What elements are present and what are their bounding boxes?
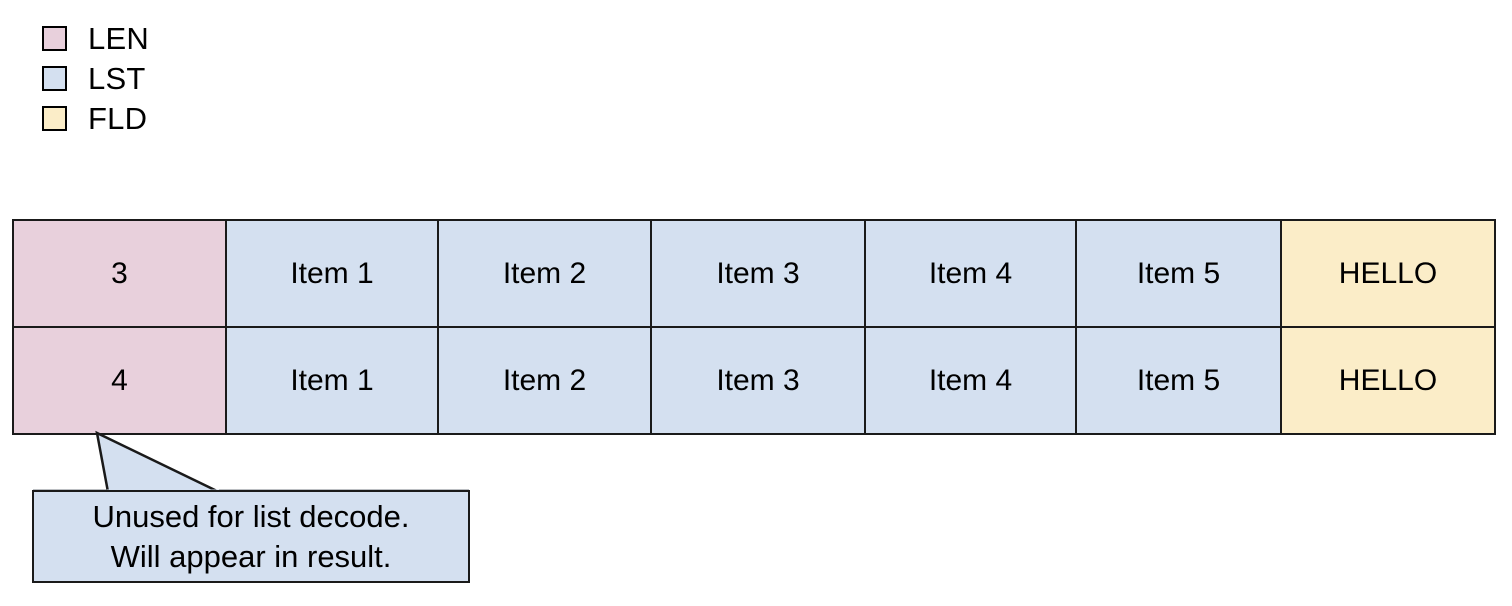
len-swatch-icon	[42, 25, 67, 51]
cell-lst-item: Item 4	[864, 326, 1077, 435]
callout-box: Unused for list decode. Will appear in r…	[32, 490, 470, 583]
callout-line-1: Unused for list decode.	[92, 498, 410, 534]
legend-item-len: LEN	[42, 18, 342, 58]
cell-lst-item: Item 5	[1075, 219, 1282, 328]
legend: LEN LST FLD	[42, 18, 342, 138]
legend-item-label: LEN	[88, 20, 149, 56]
legend-item-fld: FLD	[42, 98, 342, 138]
cell-lst-item: Item 3	[650, 219, 866, 328]
cell-lst-item: Item 1	[225, 326, 439, 435]
cell-lst-item: Item 1	[225, 219, 439, 328]
lst-swatch-icon	[42, 65, 67, 91]
cell-len-length: 4	[12, 326, 227, 435]
table-row: 3 Item 1 Item 2 Item 3 Item 4 Item 5 HEL…	[12, 219, 1496, 328]
frame-table: 3 Item 1 Item 2 Item 3 Item 4 Item 5 HEL…	[12, 219, 1496, 435]
fld-swatch-icon	[42, 105, 67, 131]
cell-fld-value: HELLO	[1280, 326, 1496, 435]
cell-lst-item: Item 4	[864, 219, 1077, 328]
legend-item-lst: LST	[42, 58, 342, 98]
cell-lst-item: Item 5	[1075, 326, 1282, 435]
cell-lst-item: Item 3	[650, 326, 866, 435]
legend-item-label: FLD	[88, 100, 148, 136]
cell-len-length: 3	[12, 219, 227, 328]
legend-item-label: LST	[88, 60, 146, 96]
table-row: 4 Item 1 Item 2 Item 3 Item 4 Item 5 HEL…	[12, 326, 1496, 435]
cell-lst-item: Item 2	[437, 219, 652, 328]
cell-lst-item: Item 2	[437, 326, 652, 435]
callout-line-2: Will appear in result.	[110, 538, 392, 574]
cell-fld-value: HELLO	[1280, 219, 1496, 328]
